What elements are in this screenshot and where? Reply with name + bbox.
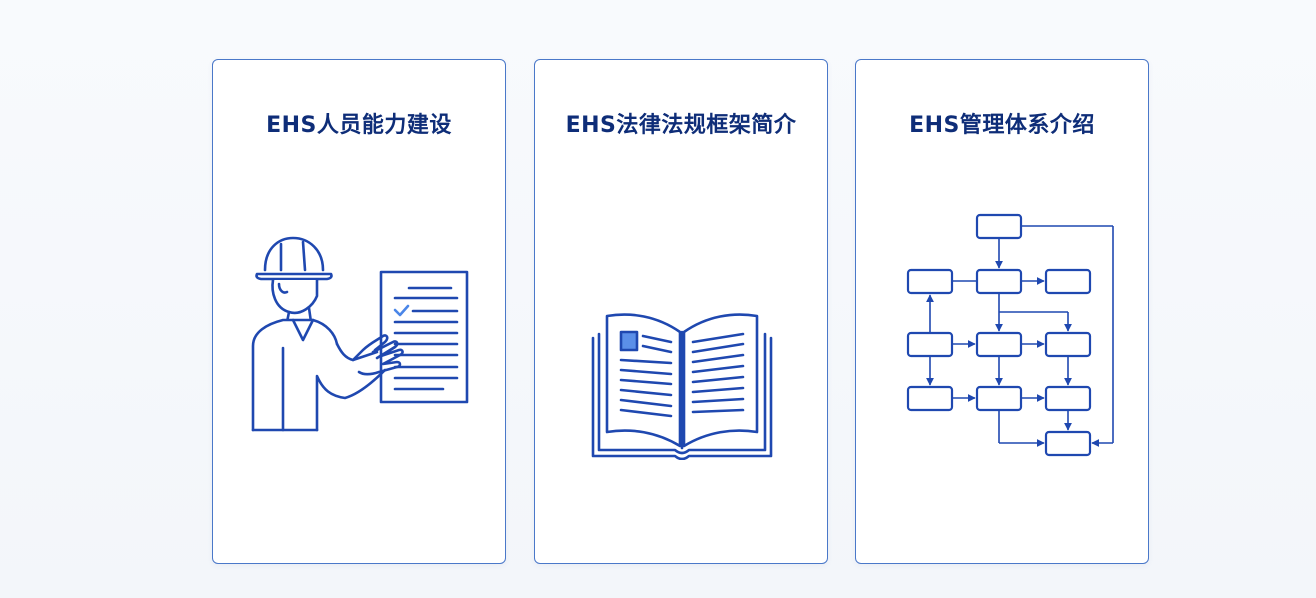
card-title: EHS法律法规框架简介 bbox=[565, 113, 797, 138]
card-ehs-legal-framework[interactable]: EHS法律法规框架简介 bbox=[534, 59, 828, 564]
card-title: EHS管理体系介绍 bbox=[909, 113, 1095, 138]
flowchart-icon bbox=[856, 200, 1150, 460]
card-title: EHS人员能力建设 bbox=[266, 113, 452, 138]
card-ehs-personnel-capability[interactable]: EHS人员能力建设 bbox=[212, 59, 506, 564]
card-ehs-management-system[interactable]: EHS管理体系介绍 bbox=[855, 59, 1149, 564]
worker-with-checklist-icon bbox=[213, 200, 507, 460]
open-book-icon bbox=[535, 200, 829, 460]
